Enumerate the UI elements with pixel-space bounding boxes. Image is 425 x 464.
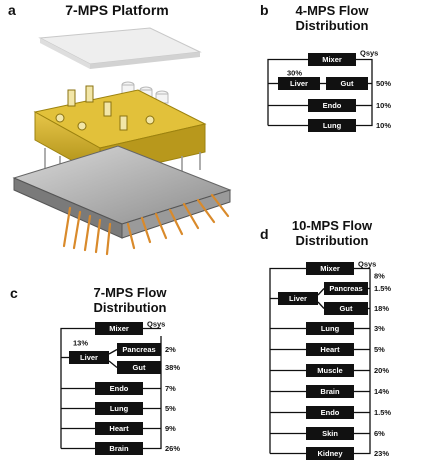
gut-label: Gut bbox=[340, 304, 353, 313]
panel-a-title: 7-MPS Platform bbox=[65, 2, 169, 18]
platform-illustration bbox=[12, 27, 232, 256]
pancreas-box bbox=[324, 282, 368, 295]
panel-c-title-line2: Distribution bbox=[93, 300, 167, 315]
muscle-box bbox=[306, 364, 354, 377]
gut-box bbox=[117, 361, 161, 374]
heart-box bbox=[306, 343, 354, 356]
endo-box bbox=[308, 99, 356, 112]
gut-box bbox=[324, 302, 368, 315]
brain-pct: 14% bbox=[374, 387, 389, 396]
lung-pct: 10% bbox=[376, 121, 391, 130]
liver-label: Liver bbox=[289, 294, 307, 303]
panel-d-title-line1: 10-MPS Flow bbox=[291, 218, 373, 233]
liver-box bbox=[278, 77, 320, 90]
endo-pct: 10% bbox=[376, 101, 391, 110]
liver-pct: 13% bbox=[73, 339, 88, 348]
muscle-label: Muscle bbox=[317, 366, 342, 375]
heart-pct: 5% bbox=[374, 345, 385, 354]
panel-d-flow-diagram: Mixer Qsys 8% Liver Pancreas 1.5% Gut 18… bbox=[269, 260, 391, 460]
manifold-ports bbox=[55, 85, 155, 131]
liver-label: Liver bbox=[80, 353, 98, 362]
endo-box bbox=[95, 382, 143, 395]
skin-pct: 6% bbox=[374, 429, 385, 438]
gut-label: Gut bbox=[341, 79, 354, 88]
mixer-label: Mixer bbox=[109, 324, 129, 333]
brain-box bbox=[306, 385, 354, 398]
flow-lines bbox=[267, 58, 373, 127]
mixer-box bbox=[95, 322, 143, 335]
panel-c-title-line1: 7-MPS Flow bbox=[93, 285, 167, 300]
brain-label: Brain bbox=[320, 387, 340, 396]
flow-lines bbox=[269, 267, 371, 455]
heart-label: Heart bbox=[320, 345, 340, 354]
panel-b-title-line2: Distribution bbox=[295, 18, 369, 33]
gut-pct: 50% bbox=[376, 79, 391, 88]
kidney-label: Kidney bbox=[317, 449, 343, 458]
pancreas-pct: 1.5% bbox=[374, 284, 391, 293]
mixer-label: Mixer bbox=[322, 55, 342, 64]
gut-label: Gut bbox=[133, 363, 146, 372]
liver-pct: 30% bbox=[287, 69, 302, 78]
panel-a-label: a bbox=[8, 2, 16, 18]
lung-label: Lung bbox=[321, 324, 340, 333]
panel-b-label: b bbox=[260, 2, 269, 18]
pancreas-label: Pancreas bbox=[122, 345, 155, 354]
muscle-pct: 20% bbox=[374, 366, 389, 375]
endo-pct: 1.5% bbox=[374, 408, 391, 417]
lung-box bbox=[308, 119, 356, 132]
skin-label: Skin bbox=[322, 429, 338, 438]
kidney-pct: 23% bbox=[374, 449, 389, 458]
brain-box bbox=[95, 442, 143, 455]
panel-b-title-line1: 4-MPS Flow bbox=[295, 3, 369, 18]
lung-box bbox=[306, 322, 354, 335]
heart-label: Heart bbox=[109, 424, 129, 433]
lung-label: Lung bbox=[323, 121, 342, 130]
heart-box bbox=[95, 422, 143, 435]
lung-label: Lung bbox=[110, 404, 129, 413]
panel-b-title: 4-MPS Flow Distribution bbox=[272, 3, 392, 33]
gut-pct: 18% bbox=[374, 304, 389, 313]
brain-label: Brain bbox=[109, 444, 129, 453]
pancreas-pct: 2% bbox=[165, 345, 176, 354]
skin-box bbox=[306, 427, 354, 440]
qsys-label: Qsys bbox=[147, 320, 165, 329]
panel-c-title: 7-MPS Flow Distribution bbox=[70, 285, 190, 315]
lung-box bbox=[95, 402, 143, 415]
liver-label: Liver bbox=[290, 79, 308, 88]
endo-label: Endo bbox=[110, 384, 129, 393]
pancreas-box bbox=[117, 343, 161, 356]
orange-tubing bbox=[62, 193, 230, 256]
mixer-label: Mixer bbox=[320, 264, 340, 273]
mixer-box bbox=[306, 262, 354, 275]
panel-d-title-line2: Distribution bbox=[295, 233, 369, 248]
lung-pct: 5% bbox=[165, 404, 176, 413]
pancreas-label: Pancreas bbox=[329, 284, 362, 293]
panel-d-label: d bbox=[260, 226, 269, 242]
panel-b-flow-diagram: Mixer Qsys Liver 30% Gut 50% Endo 10% Lu… bbox=[267, 49, 391, 132]
liver-pct: 8% bbox=[374, 272, 385, 281]
panel-c-label: c bbox=[10, 285, 18, 301]
endo-pct: 7% bbox=[165, 384, 176, 393]
panel-c-flow-diagram: Mixer Qsys Liver 13% Pancreas 2% Gut 38%… bbox=[60, 320, 180, 455]
gut-box bbox=[326, 77, 368, 90]
flow-lines bbox=[60, 327, 162, 450]
heart-pct: 9% bbox=[165, 424, 176, 433]
mixer-box bbox=[308, 53, 356, 66]
gut-pct: 38% bbox=[165, 363, 180, 372]
endo-box bbox=[306, 406, 354, 419]
brain-pct: 26% bbox=[165, 444, 180, 453]
endo-label: Endo bbox=[321, 408, 340, 417]
glass-lid-edge bbox=[40, 38, 90, 69]
qsys-label: Qsys bbox=[358, 260, 376, 269]
lung-pct: 3% bbox=[374, 324, 385, 333]
kidney-box bbox=[306, 447, 354, 460]
endo-label: Endo bbox=[323, 101, 342, 110]
panel-d-title: 10-MPS Flow Distribution bbox=[272, 218, 392, 248]
liver-box bbox=[69, 351, 109, 364]
liver-box bbox=[278, 292, 318, 305]
qsys-label: Qsys bbox=[360, 49, 378, 58]
